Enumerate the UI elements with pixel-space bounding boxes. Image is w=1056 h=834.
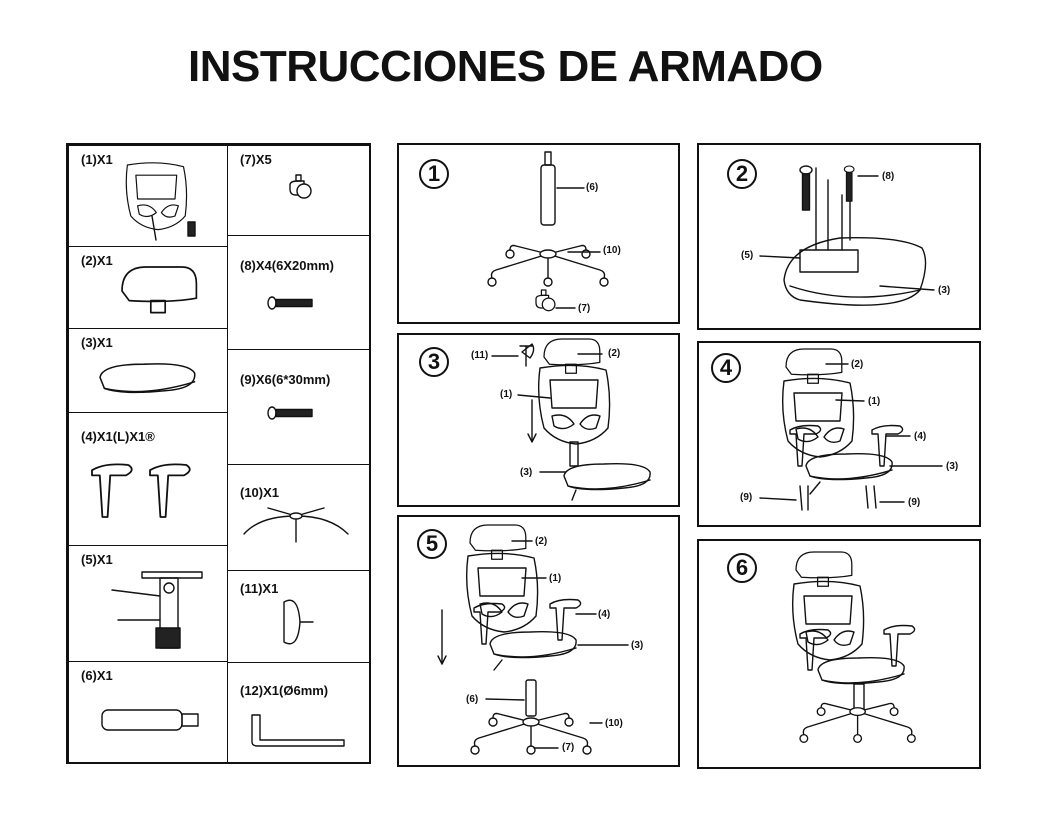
callout: (5) bbox=[741, 250, 754, 261]
part-label: (5)X1 bbox=[81, 552, 113, 567]
callout: (11) bbox=[471, 350, 489, 361]
step-1-box: 1 bbox=[397, 143, 680, 324]
callout: (3) bbox=[631, 640, 644, 651]
callout: (3) bbox=[938, 285, 951, 296]
step-number: 3 bbox=[419, 347, 449, 377]
step-number: 4 bbox=[711, 353, 741, 383]
part-label: (9)X6(6*30mm) bbox=[240, 372, 331, 387]
part-label: (1)X1 bbox=[81, 152, 113, 167]
callout: (8) bbox=[882, 171, 895, 182]
part-label: (8)X4(6X20mm) bbox=[240, 258, 334, 273]
callout: (3) bbox=[520, 467, 533, 478]
part-cell-2: (2)X1 bbox=[68, 246, 228, 329]
callout: (3) bbox=[946, 461, 959, 472]
callout: (2) bbox=[851, 359, 864, 370]
callout: (1) bbox=[868, 396, 881, 407]
callout: (4) bbox=[914, 431, 927, 442]
step-number: 1 bbox=[419, 159, 449, 189]
part-cell-6: (6)X1 bbox=[68, 661, 228, 764]
callout: (10) bbox=[603, 245, 621, 256]
part-cell-5: (5)X1 bbox=[68, 545, 228, 662]
part-cell-4: (4)X1(L)X1® bbox=[68, 412, 228, 546]
part-label: (2)X1 bbox=[81, 253, 113, 268]
step-6-box: 6 bbox=[697, 539, 981, 769]
callout: (2) bbox=[608, 348, 621, 359]
part-label: (11)X1 bbox=[240, 581, 279, 596]
callout: (9) bbox=[908, 497, 921, 508]
part-label: (6)X1 bbox=[81, 668, 113, 683]
step-5-box: 5 bbox=[397, 515, 680, 767]
step-4-box: 4 bbox=[697, 341, 981, 527]
callout: (1) bbox=[500, 389, 513, 400]
part-cell-9: (9)X6(6*30mm) bbox=[227, 349, 371, 465]
part-cell-3: (3)X1 bbox=[68, 328, 228, 413]
callout: (6) bbox=[466, 694, 479, 705]
step-number: 5 bbox=[417, 529, 447, 559]
part-label: (10)X1 bbox=[240, 485, 280, 500]
part-cell-11: (11)X1 bbox=[227, 570, 371, 663]
callout: (6) bbox=[586, 182, 599, 193]
callout: (9) bbox=[740, 492, 753, 503]
step-number: 6 bbox=[727, 553, 757, 583]
callout: (4) bbox=[598, 609, 611, 620]
callout: (1) bbox=[549, 573, 562, 584]
callout: (7) bbox=[578, 303, 591, 314]
part-cell-7: (7)X5 bbox=[227, 145, 371, 236]
page-title: INSTRUCCIONES DE ARMADO bbox=[188, 42, 823, 91]
step-2-box: 2 bbox=[697, 143, 981, 330]
parts-table: (1)X1 (2)X1 (3)X1 (4)X1(L)X1® (5)X1 (6)X… bbox=[66, 143, 371, 764]
step-number: 2 bbox=[727, 159, 757, 189]
part-label: (4)X1(L)X1® bbox=[81, 429, 155, 444]
callout: (10) bbox=[605, 718, 623, 729]
step-3-box: 3 bbox=[397, 333, 680, 507]
callout: (7) bbox=[562, 742, 575, 753]
part-cell-10: (10)X1 bbox=[227, 464, 371, 571]
part-cell-12: (12)X1(Ø6mm) bbox=[227, 662, 371, 764]
part-cell-8: (8)X4(6X20mm) bbox=[227, 235, 371, 350]
part-label: (12)X1(Ø6mm) bbox=[240, 683, 329, 698]
part-label: (3)X1 bbox=[81, 335, 113, 350]
part-cell-1: (1)X1 bbox=[68, 145, 228, 247]
callout: (2) bbox=[535, 536, 548, 547]
part-label: (7)X5 bbox=[240, 152, 272, 167]
